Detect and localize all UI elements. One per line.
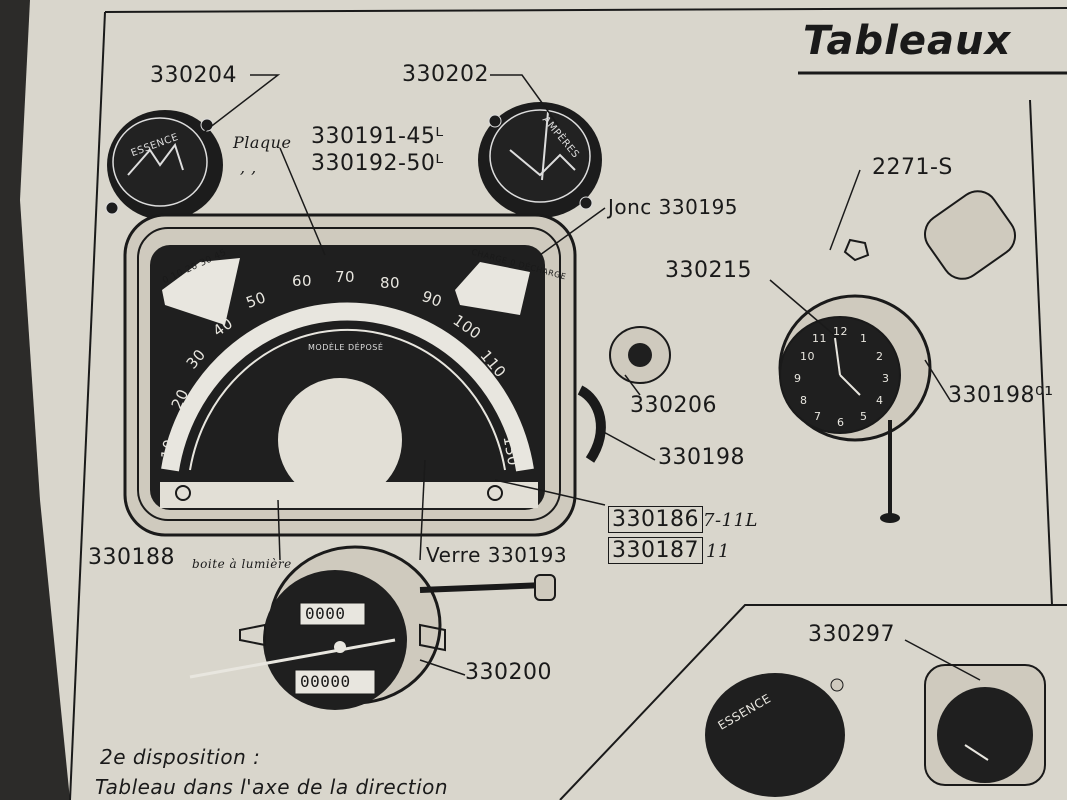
speedo-center-text: MODÈLE DÉPOSÉ	[308, 343, 384, 352]
speedometer-panel	[123, 213, 577, 537]
part-number-330200: 330200	[465, 660, 552, 685]
plaque-ditto: , ,	[240, 158, 257, 177]
part-number-330297: 330297	[808, 622, 895, 647]
clock-number: 3	[882, 372, 890, 385]
clock-number: 7	[814, 410, 822, 423]
speed-tick: 70	[335, 268, 356, 286]
part-number-330198-01: 330198⁰¹	[948, 383, 1054, 408]
note-330187: 11	[706, 541, 730, 562]
boite-label: boite à lumière	[192, 557, 292, 571]
odometer-bottom-digits: 00000	[300, 672, 351, 691]
speed-tick: 60	[292, 272, 313, 290]
page-title: Tableaux	[803, 18, 1012, 64]
part-number-330186: 330186	[608, 506, 703, 533]
jonc-label: Jonc 330195	[608, 195, 739, 219]
part-number-330202: 330202	[402, 62, 489, 87]
part-number-330206: 330206	[630, 393, 717, 418]
clock-number: 11	[812, 332, 827, 345]
clock-number: 1	[860, 332, 868, 345]
note-330186: 7-11L	[703, 510, 758, 531]
knob-icon	[577, 326, 671, 463]
ammeter-left-icon	[105, 110, 223, 220]
ammeter-right-icon	[478, 102, 602, 218]
clock-number: 10	[800, 350, 815, 363]
part-number-330204: 330204	[150, 63, 237, 88]
odometer-top-digits: 0000	[305, 604, 346, 623]
clock-number: 8	[800, 394, 808, 407]
leader-lines	[199, 74, 981, 681]
clock-number: 2	[876, 350, 884, 363]
part-number-330198: 330198	[658, 445, 745, 470]
verre-label: Verre 330193	[426, 543, 568, 567]
part-number-330187: 330187	[608, 537, 703, 564]
clock-number: 9	[794, 372, 802, 385]
speed-tick: 80	[380, 274, 401, 292]
plaque-label: Plaque	[233, 133, 292, 152]
caption-line-2: Tableau dans l'axe de la direction	[95, 775, 449, 799]
clock-number: 5	[860, 410, 868, 423]
odometer-icon	[189, 545, 556, 710]
clock-number: 6	[837, 416, 845, 429]
speed-tick: 10	[157, 437, 179, 461]
part-number-330215: 330215	[665, 258, 752, 283]
caption-line-1: 2e disposition :	[100, 745, 261, 769]
plaque-number-1: 330191-45ᴸ	[311, 124, 444, 149]
part-number-330188: 330188	[88, 545, 175, 570]
part-number-2271-s: 2271-S	[872, 155, 953, 180]
plaque-number-2: 330192-50ᴸ	[311, 151, 444, 176]
fuel-gauge-icon	[705, 664, 1046, 797]
clock-number: 4	[876, 394, 884, 407]
clock-number: 12	[833, 325, 848, 338]
